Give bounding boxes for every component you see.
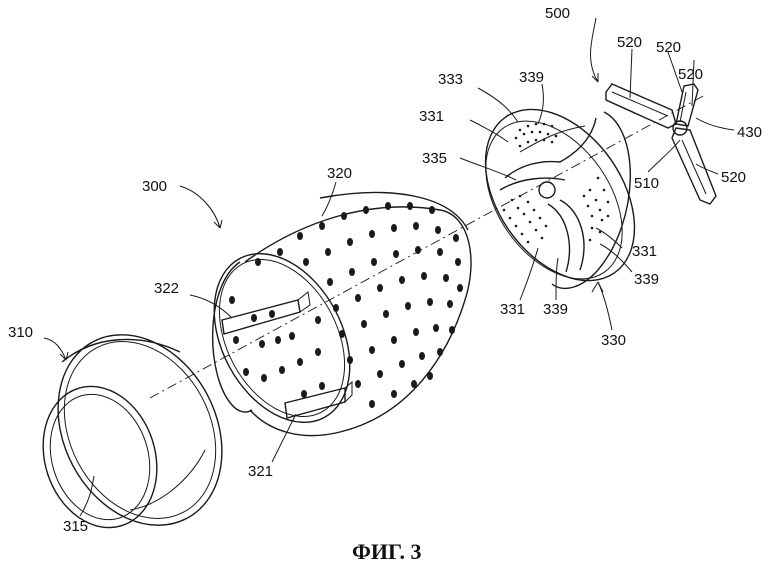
label-300: 300 [142, 178, 167, 195]
label-339-c: 339 [543, 301, 568, 318]
label-315: 315 [63, 518, 88, 535]
label-510: 510 [634, 175, 659, 192]
label-520-c: 520 [678, 66, 703, 83]
spider-arm-lower [671, 127, 717, 205]
label-333: 333 [438, 71, 463, 88]
rear-plate-hub [538, 181, 556, 199]
label-322: 322 [154, 280, 179, 297]
label-430: 430 [737, 124, 762, 141]
spider-hub [672, 120, 688, 136]
rear-plate [484, 108, 636, 290]
assembly-axis [149, 94, 706, 399]
label-331-a: 331 [419, 108, 444, 125]
drum-body-outline [244, 206, 472, 437]
spider-arm-upper-left [605, 83, 677, 129]
label-320: 320 [327, 165, 352, 182]
lifter-322 [221, 299, 301, 335]
perforated-drum [212, 191, 472, 437]
spider-arm-upper-right [675, 83, 699, 127]
rear-plate-rim [484, 108, 636, 282]
label-520-b: 520 [656, 39, 681, 56]
label-339-b: 339 [634, 271, 659, 288]
label-331-c: 331 [500, 301, 525, 318]
label-310: 310 [8, 324, 33, 341]
label-520-d: 520 [721, 169, 746, 186]
label-335: 335 [422, 150, 447, 167]
leader-lines [43, 17, 735, 517]
figure-caption: ФИГ. 3 [352, 539, 422, 564]
label-331-b: 331 [632, 243, 657, 260]
drum-perforations [229, 202, 463, 408]
front-ring-inner-gasket [42, 385, 158, 529]
label-339-a: 339 [519, 69, 544, 86]
label-500: 500 [545, 5, 570, 22]
front-ring-assembly [42, 334, 223, 529]
label-520-a: 520 [617, 34, 642, 51]
spider-flange [605, 83, 717, 205]
lifter-321 [284, 387, 346, 419]
rear-plate-rib-331 [559, 199, 585, 271]
rear-plate-rib-335 [504, 117, 597, 179]
label-321: 321 [248, 463, 273, 480]
rear-plate-perforations [502, 122, 610, 244]
front-ring-outer [57, 334, 223, 526]
label-330: 330 [601, 332, 626, 349]
